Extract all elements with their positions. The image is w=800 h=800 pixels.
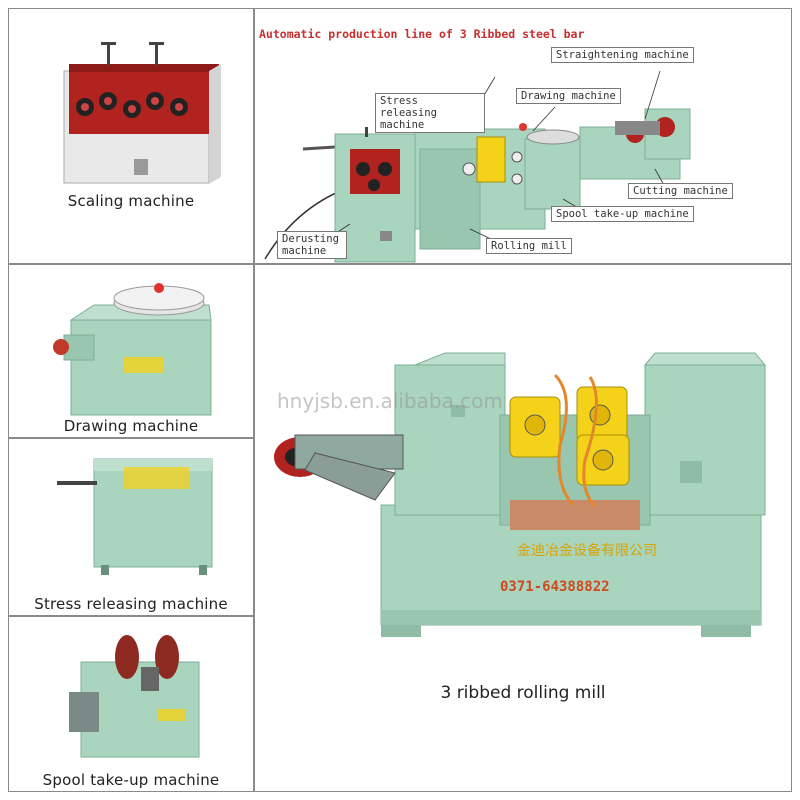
spool-take-up-machine-image <box>69 635 200 758</box>
drawing-machine-caption: Drawing machine <box>63 417 199 435</box>
drawing-machine-image <box>53 283 212 416</box>
panel-stress-releasing-machine: Stress releasing machine <box>8 438 254 616</box>
watermark: hnyjsb.en.alibaba.com <box>277 389 503 413</box>
label-stress-releasing-text: Stress releasing machine <box>380 95 437 131</box>
label-drawing-machine: Drawing machine <box>516 88 621 104</box>
panel-rolling-mill: hnyjsb.en.alibaba.com 金迪冶金设备有限公司 0371-64… <box>254 264 792 792</box>
panel-scaling-machine: Scaling machine <box>8 8 254 264</box>
stress-releasing-machine-image <box>57 458 213 575</box>
label-spool-take-up-machine: Spool take-up machine <box>551 206 694 222</box>
stress-releasing-machine-caption: Stress releasing machine <box>34 595 228 613</box>
spool-take-up-machine-caption: Spool take-up machine <box>42 771 220 789</box>
production-line-title: Automatic production line of 3 Ribbed st… <box>259 27 585 41</box>
rolling-mill-image <box>274 352 767 637</box>
label-stress-releasing-machine: Stress releasing machine <box>375 93 485 133</box>
label-cutting-machine: Cutting machine <box>628 183 733 199</box>
panel-spool-take-up-machine: Spool take-up machine <box>8 616 254 792</box>
label-derusting-machine: Derusting machine <box>277 231 347 259</box>
panel-production-line: Automatic production line of 3 Ribbed st… <box>254 8 792 264</box>
scaling-machine-caption: Scaling machine <box>67 192 195 210</box>
label-derusting-text: Derusting machine <box>282 233 339 257</box>
company-phone: 0371-64388822 <box>500 579 610 595</box>
production-line-image <box>264 70 691 263</box>
label-rolling-mill: Rolling mill <box>486 238 572 254</box>
company-name-chinese: 金迪冶金设备有限公司 <box>517 543 657 559</box>
panel-drawing-machine: Drawing machine <box>8 264 254 438</box>
scaling-machine-image <box>63 42 221 184</box>
label-straightening-machine: Straightening machine <box>551 47 694 63</box>
rolling-mill-caption: 3 ribbed rolling mill <box>440 683 606 703</box>
